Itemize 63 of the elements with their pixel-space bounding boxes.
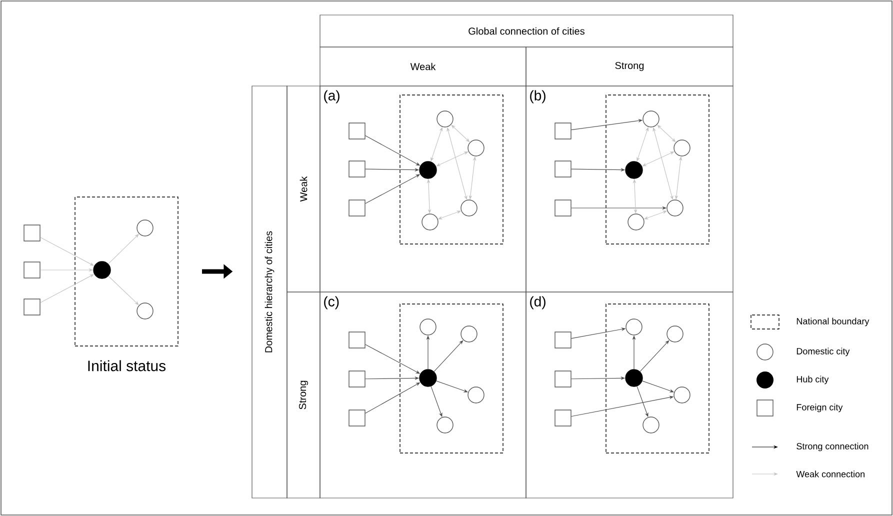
header-cell: Global connection of cities [320,14,734,48]
city-circle [674,386,690,404]
city-circle [420,318,436,336]
panel-cell: (d) [526,292,734,498]
arrow [640,340,670,372]
arrow [657,124,676,142]
boundary-box [606,94,710,244]
hub-city-circle [625,369,643,387]
panel-cell: (b) [526,86,734,292]
city-circle [436,110,454,128]
city-circle [460,200,478,216]
city-circle [666,326,684,342]
boundary-box [606,304,710,454]
city-circle [136,220,154,236]
city-circle [628,214,644,230]
city-square [554,160,572,178]
city-square [554,370,572,388]
city-square [348,370,366,388]
city-square [24,262,40,278]
arrow [434,340,464,372]
city-circle [422,214,438,230]
header-cell: Domestic hierarchy of cities [252,86,288,498]
city-square [554,122,572,140]
hub-city-circle [419,161,437,179]
city-square [348,410,366,426]
arrow [451,124,470,142]
city-circle [436,416,454,434]
node-label: Initial status [88,360,166,372]
header-cell: Strong [286,292,320,498]
city-circle [136,302,154,320]
city-circle [626,318,642,336]
panel-cell: (a) [320,86,526,292]
legend-label: Foreign city [796,404,843,412]
legend-label: Domestic city [796,348,850,356]
legend-label: National boundary [796,318,870,326]
city-square [348,160,366,178]
city-circle [674,140,690,156]
legend-label: Weak connection [796,470,864,478]
header-cell: Strong [526,46,734,86]
city-square [24,298,40,316]
city-circle [642,416,660,434]
city-square [554,410,572,426]
legend-label: Strong connection [796,442,868,452]
city-circle [460,326,478,342]
city-circle [642,110,660,128]
city-square [24,224,40,242]
header-cell: Weak [320,46,526,86]
header-cell: Weak [286,86,320,292]
hub-city-circle [419,369,437,387]
hub-city-circle [625,161,643,179]
city-square [348,122,366,140]
city-square [348,200,366,216]
city-circle [468,140,484,156]
legend-label: Hub city [796,376,829,384]
panel-cell: (c) [320,292,526,498]
city-circle [666,200,684,216]
city-square [554,200,572,216]
hub-city-circle [93,261,111,279]
city-square [554,332,572,348]
city-circle [468,386,484,404]
boundary-box [400,304,504,454]
boundary-box [400,94,504,244]
city-square [348,332,366,348]
